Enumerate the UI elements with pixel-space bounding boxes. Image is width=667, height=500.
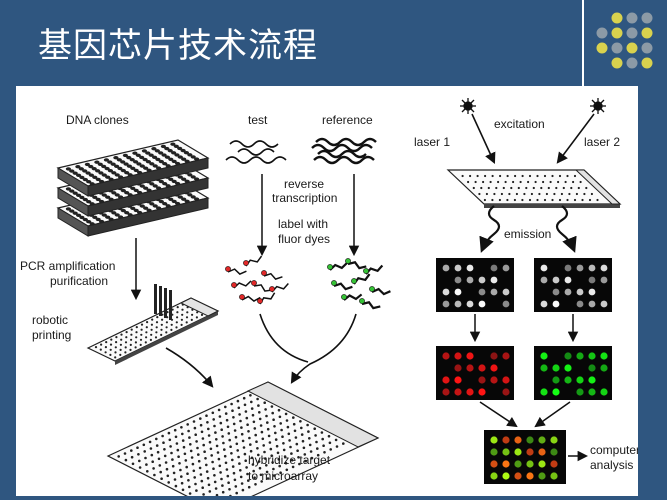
merge-curve-test: [259, 313, 309, 363]
slide-title: 基因芯片技术流程: [38, 26, 318, 66]
emission-wave-left: [479, 205, 501, 253]
emission-wave-right: [555, 205, 577, 253]
merge-curve-reference: [290, 313, 357, 384]
laser-source-left: [460, 98, 476, 114]
decorative-dot-grid: [596, 12, 653, 69]
laser-source-right: [590, 98, 606, 114]
label-label-line2: fluor dyes: [278, 232, 330, 246]
scanned-slide: [446, 169, 622, 208]
dna-clone-plates: [56, 139, 210, 237]
label-robotic-line2: printing: [32, 328, 71, 342]
arrow-merge-red: [479, 401, 518, 428]
label-excitation: excitation: [494, 117, 545, 131]
labeled-reference-cdna: [327, 258, 391, 310]
label-reverse-line2: transcription: [272, 191, 337, 205]
scan-grayscale-right: [534, 258, 612, 312]
arrow-to-microarray: [165, 347, 214, 388]
label-pcr-line1: PCR amplification: [20, 259, 115, 273]
labeled-test-cdna: [225, 255, 289, 305]
label-dna-clones: DNA clones: [66, 113, 129, 127]
clone-plate: [56, 139, 210, 197]
printing-slide: [86, 284, 220, 365]
label-laser1: laser 1: [414, 135, 450, 149]
diagram-panel: DNA clones PCR amplification purificatio…: [16, 86, 638, 496]
arrow-merge-green: [534, 401, 571, 428]
test-mrna-strands: [225, 140, 287, 164]
label-computer-line1: computer: [590, 443, 638, 457]
label-label-line1: label with: [278, 217, 328, 231]
label-laser2: laser 2: [584, 135, 620, 149]
label-robotic-line1: robotic: [32, 313, 68, 327]
label-test: test: [248, 113, 268, 127]
print-pins: [154, 284, 172, 320]
label-hybridize-line1: hybridize target: [248, 453, 331, 467]
label-computer-line2: analysis: [590, 458, 633, 472]
microarray-slide: [106, 381, 380, 496]
arrow-laser2: [556, 113, 595, 164]
arrow-laser1: [471, 113, 496, 165]
label-emission: emission: [504, 227, 551, 241]
scan-red-channel: [436, 346, 514, 400]
reference-mrna-strands: [311, 137, 377, 165]
title-divider: [582, 0, 584, 86]
label-reference: reference: [322, 113, 373, 127]
scan-grayscale-left: [436, 258, 514, 312]
microarray-workflow-diagram: DNA clones PCR amplification purificatio…: [20, 98, 638, 496]
scan-composite: [484, 430, 566, 484]
label-pcr-line2: purification: [50, 274, 108, 288]
scan-green-channel: [534, 346, 612, 400]
label-hybridize-line2: to microarray: [248, 469, 318, 483]
label-reverse-line1: reverse: [284, 177, 324, 191]
